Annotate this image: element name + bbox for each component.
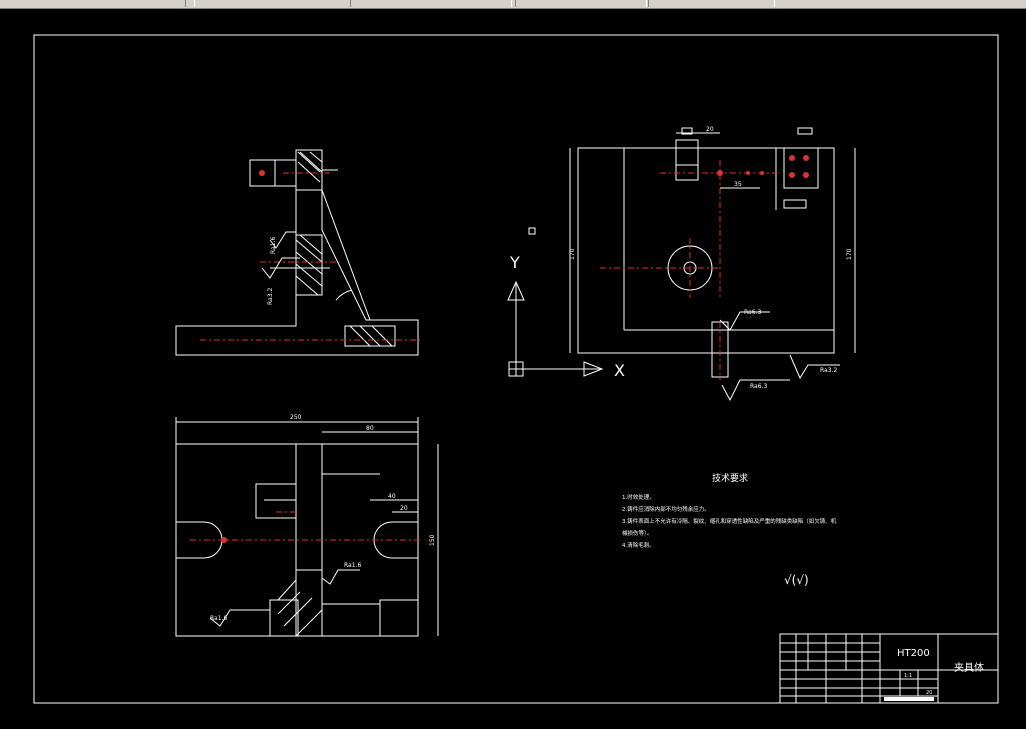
drawing-border (33, 34, 999, 704)
axis-y-label: Y (509, 253, 520, 272)
material-label: HT200 (897, 648, 930, 659)
dimension-80: 80 (366, 425, 374, 432)
roughness-label-top-2: Ra1.6 (210, 615, 227, 622)
side-view: Ra6.3 Ra6.3 Ra3.2 170 170 20 35 (569, 126, 856, 402)
toolbar-segment (515, 0, 647, 7)
front-view: Ra1.6 Ra3.2 (175, 149, 420, 356)
roughness-label-side-2: Ra6.3 (750, 383, 767, 390)
dimension-40: 40 (388, 493, 396, 500)
dimension-170-right: 170 (846, 248, 853, 260)
title-block: HT200 夹具体 1:1 20 (779, 633, 999, 704)
part-name-label: 夹具体 (954, 661, 984, 674)
coordinate-axes-icon: Y X (507, 227, 625, 380)
roughness-label-side-1: Ra6.3 (744, 309, 761, 316)
scale-label: 1:1 (904, 673, 912, 679)
toolbar-segment (185, 0, 195, 7)
window-title-bar (0, 0, 1026, 9)
roughness-label-front-2: Ra3.2 (267, 288, 274, 305)
tech-requirement-line: 3.铸件表面上不允许有冷隔、裂纹、缩孔和穿透性缺陷及严重的残缺类缺陷（如欠铸、机 (622, 517, 837, 525)
dimension-250: 250 (290, 414, 302, 421)
dimension-20b: 20 (400, 505, 408, 512)
top-view: 250 80 150 40 20 Ra1.6 Ra1.6 (175, 414, 439, 637)
dimension-150: 150 (429, 534, 436, 546)
dimension-170-left: 170 (569, 248, 576, 260)
toolbar-segment (648, 0, 775, 7)
tech-requirement-line: 4.清除毛刺。 (622, 541, 655, 549)
dimension-35: 35 (734, 181, 742, 188)
roughness-label-top-1: Ra1.6 (344, 562, 361, 569)
tech-requirements-title: 技术要求 (712, 472, 748, 484)
dimension-20: 20 (706, 126, 714, 133)
roughness-label-front-1: Ra1.6 (270, 237, 277, 254)
tech-requirement-line: 械损伤等）。 (622, 529, 652, 537)
technical-requirements: 技术要求 1.时效处理。 2.铸件应消除内部不均匀残余应力。 3.铸件表面上不允… (622, 472, 837, 549)
toolbar-segment (350, 0, 512, 7)
axis-x-label: X (614, 361, 625, 380)
general-roughness-symbol: √(√) (784, 573, 809, 587)
sheet-label: 20 (926, 690, 932, 696)
tech-requirement-line: 1.时效处理。 (622, 493, 655, 501)
roughness-label-side-3: Ra3.2 (820, 367, 837, 374)
tech-requirement-line: 2.铸件应消除内部不均匀残余应力。 (622, 505, 710, 513)
